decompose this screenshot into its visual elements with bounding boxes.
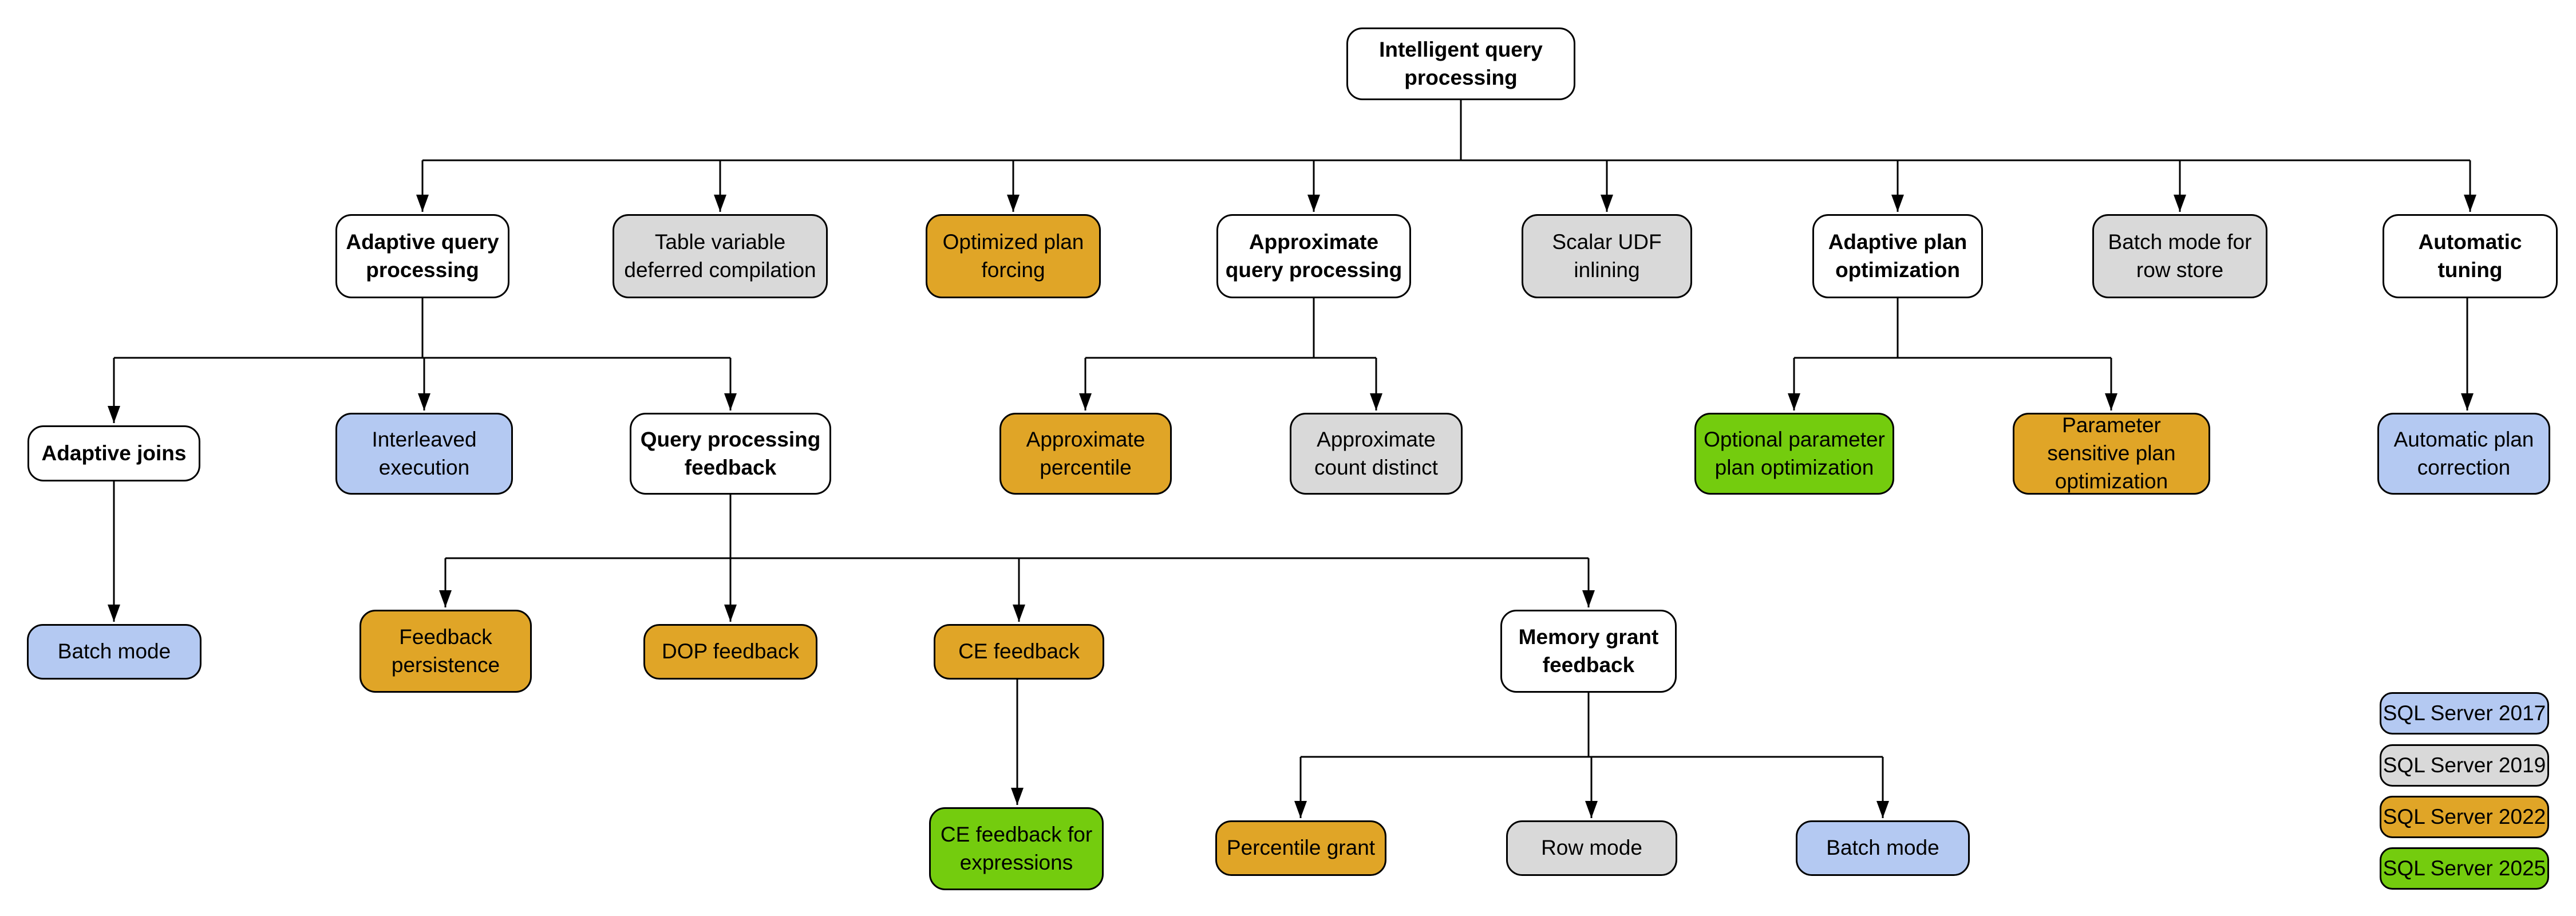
node-intelligent-query-processing: Intelligent query processing <box>1346 27 1575 100</box>
node-optional-parameter-plan-optimization: Optional parameter plan optimization <box>1694 413 1894 495</box>
node-batch-mode-for-row-store: Batch mode for row store <box>2092 214 2267 298</box>
node-row-mode: Row mode <box>1506 820 1677 876</box>
node-interleaved-execution: Interleaved execution <box>335 413 513 495</box>
node-automatic-plan-correction: Automatic plan correction <box>2377 413 2550 495</box>
node-approximate-percentile: Approximate percentile <box>999 413 1172 495</box>
node-parameter-sensitive-plan-optimization: Parameter sensitive plan optimization <box>2013 413 2210 495</box>
node-adaptive-joins: Adaptive joins <box>27 425 200 481</box>
node-ce-feedback: CE feedback <box>934 624 1104 680</box>
node-adaptive-query-processing: Adaptive query processing <box>335 214 509 298</box>
node-query-processing-feedback: Query processing feedback <box>630 413 831 495</box>
node-optimized-plan-forcing: Optimized plan forcing <box>926 214 1101 298</box>
node-scalar-udf-inlining: Scalar UDF inlining <box>1522 214 1692 298</box>
legend-item-sql-server-2022: SQL Server 2022 <box>2380 796 2549 838</box>
legend-item-sql-server-2019: SQL Server 2019 <box>2380 744 2549 787</box>
legend-item-sql-server-2025: SQL Server 2025 <box>2380 847 2549 890</box>
node-table-variable-deferred-compilation: Table variable deferred compilation <box>613 214 828 298</box>
node-automatic-tuning: Automatic tuning <box>2383 214 2558 298</box>
node-percentile-grant: Percentile grant <box>1215 820 1386 876</box>
node-approximate-count-distinct: Approximate count distinct <box>1290 413 1463 495</box>
node-batch-mode-memory-grant: Batch mode <box>1796 820 1970 876</box>
legend-item-sql-server-2017: SQL Server 2017 <box>2380 692 2549 735</box>
node-approximate-query-processing: Approximate query processing <box>1216 214 1411 298</box>
node-dop-feedback: DOP feedback <box>643 624 817 680</box>
node-feedback-persistence: Feedback persistence <box>359 610 532 693</box>
node-adaptive-plan-optimization: Adaptive plan optimization <box>1812 214 1983 298</box>
node-memory-grant-feedback: Memory grant feedback <box>1500 610 1677 693</box>
node-ce-feedback-for-expressions: CE feedback for expressions <box>929 807 1104 890</box>
node-batch-mode-adaptive-joins: Batch mode <box>27 624 202 680</box>
